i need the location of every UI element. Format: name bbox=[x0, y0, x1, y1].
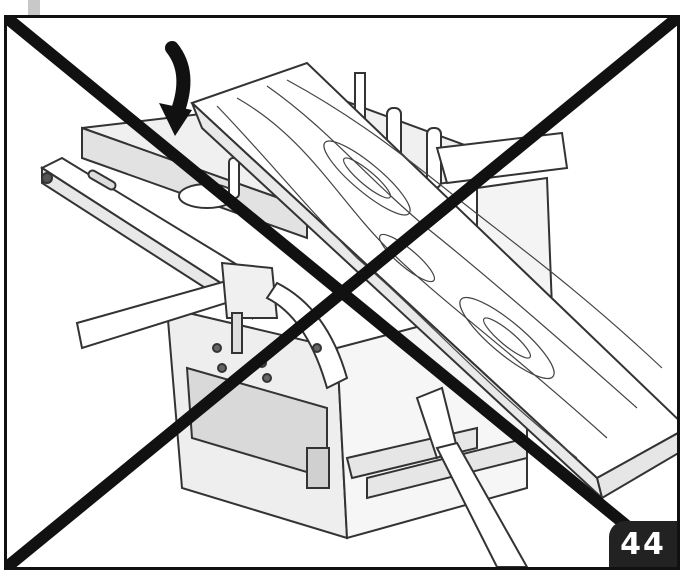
illustration-frame: 44 bbox=[4, 15, 680, 570]
down-arrow-icon bbox=[159, 41, 192, 136]
machine-illustration bbox=[7, 18, 677, 567]
figure-number-badge: 44 bbox=[609, 521, 677, 567]
page-tab-marker bbox=[28, 0, 40, 16]
prohibition-x-mark bbox=[7, 18, 677, 567]
